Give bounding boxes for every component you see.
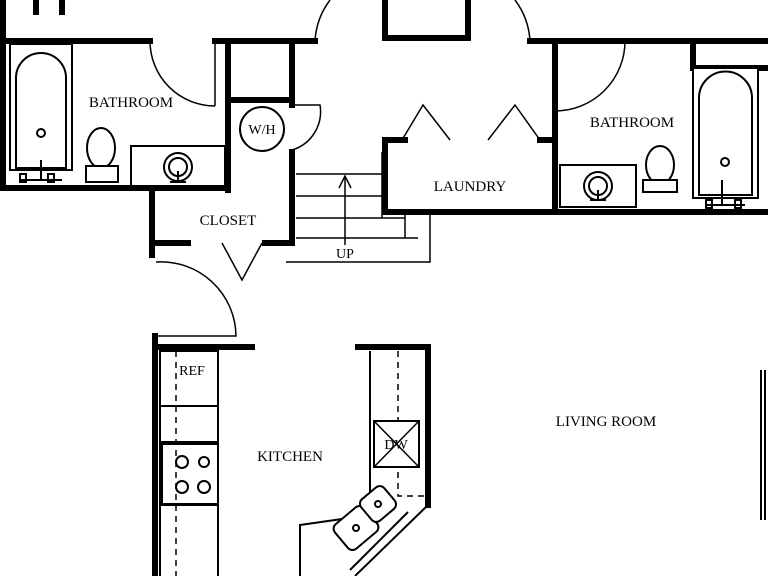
label-dishwasher: DW <box>384 438 408 453</box>
label-living-room: LIVING ROOM <box>556 414 656 430</box>
labels: BATHROOM BATHROOM LAUNDRY CLOSET KITCHEN… <box>89 95 674 465</box>
door-swings <box>149 0 626 337</box>
kitchen-fixtures <box>159 350 429 576</box>
label-laundry: LAUNDRY <box>434 179 507 195</box>
label-water-heater: W/H <box>248 123 275 138</box>
label-bathroom-right: BATHROOM <box>590 115 674 131</box>
left-bathroom-fixtures <box>9 43 226 187</box>
label-refrigerator: REF <box>179 364 205 379</box>
label-stairs-up: UP <box>336 247 354 262</box>
label-closet: CLOSET <box>200 213 257 229</box>
right-bathroom-fixtures <box>559 67 759 209</box>
label-kitchen: KITCHEN <box>257 449 323 465</box>
water-heater <box>239 106 285 152</box>
stairs <box>286 152 431 263</box>
label-bathroom-left: BATHROOM <box>89 95 173 111</box>
